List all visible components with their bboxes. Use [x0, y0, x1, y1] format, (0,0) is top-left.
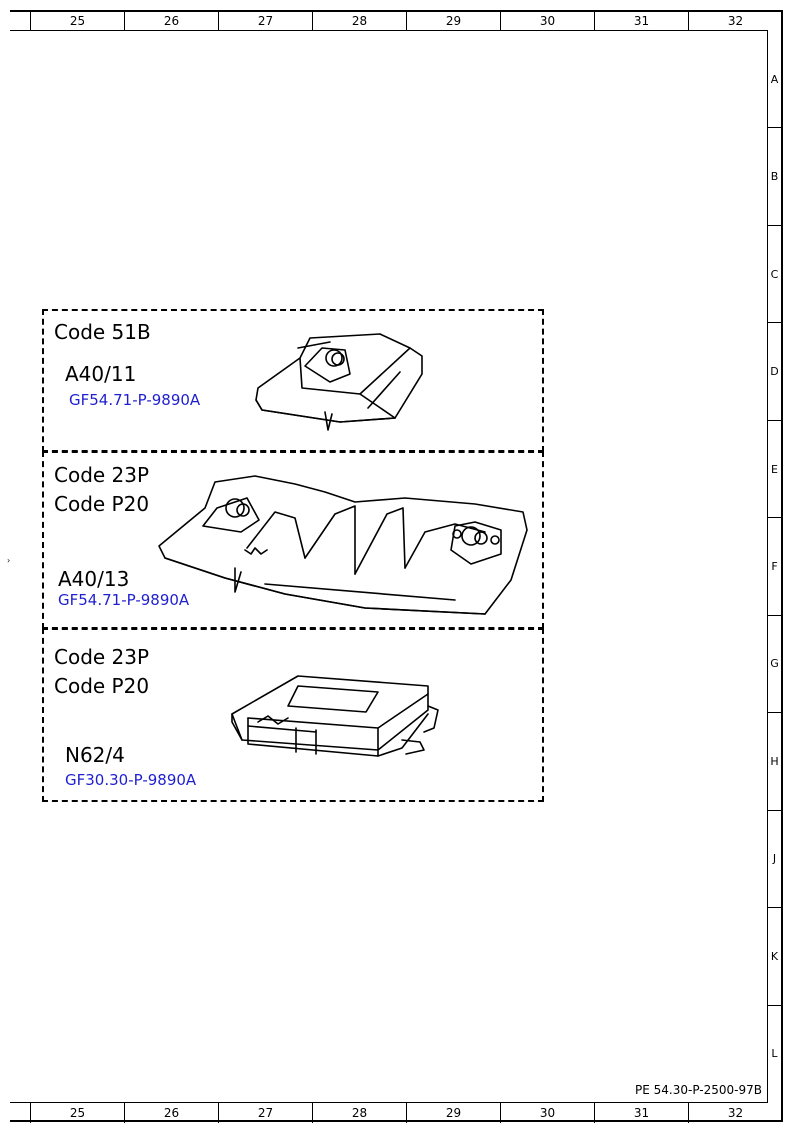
component-code: Code 51B — [54, 320, 151, 344]
frame-inner-right — [767, 30, 768, 1103]
left-edge-marker: › — [7, 556, 11, 565]
column-label: 31 — [594, 11, 688, 31]
column-label: 28 — [312, 1103, 406, 1123]
column-label: 28 — [312, 11, 406, 31]
row-label: C — [768, 224, 781, 322]
component-code: Code P20 — [54, 492, 150, 516]
row-label: K — [768, 907, 781, 1004]
frame-inner-top — [10, 30, 767, 31]
row-label: E — [768, 419, 781, 517]
column-label: 29 — [406, 11, 500, 31]
row-label: D — [768, 322, 781, 419]
row-label: J — [768, 809, 781, 907]
nav-module-icon — [255, 333, 423, 431]
component-reference-link[interactable]: GF30.30-P-9890A — [65, 771, 197, 789]
column-label: 25 — [30, 11, 124, 31]
column-label: 31 — [594, 1103, 688, 1123]
row-label: A — [770, 72, 779, 86]
column-label: 29 — [406, 1103, 500, 1123]
column-label: 30 — [500, 11, 594, 31]
column-label: 26 — [124, 1103, 218, 1123]
row-label: H — [768, 712, 781, 809]
row-label: F — [768, 517, 781, 614]
component-box-n62-4 — [42, 628, 544, 802]
component-designation: A40/11 — [65, 362, 137, 386]
control-unit-icon — [231, 675, 439, 757]
frame-border-right — [781, 10, 783, 1122]
component-designation: N62/4 — [65, 743, 125, 767]
column-label: 32 — [688, 1103, 782, 1123]
dual-nav-module-icon — [158, 475, 528, 615]
column-label: 30 — [500, 1103, 594, 1123]
component-reference-link[interactable]: GF54.71-P-9890A — [69, 391, 201, 409]
row-header-right: A B C D E F G H J K L — [768, 31, 781, 1102]
frame-inner-bottom — [10, 1102, 767, 1103]
frame-border-top — [10, 10, 782, 12]
frame-border-bottom — [10, 1120, 782, 1122]
row-label: G — [768, 614, 781, 712]
column-label: 26 — [124, 11, 218, 31]
column-label: 27 — [218, 11, 312, 31]
component-reference-link[interactable]: GF54.71-P-9890A — [58, 591, 190, 609]
component-code: Code 23P — [54, 463, 150, 487]
column-label: 25 — [30, 1103, 124, 1123]
column-header-bottom: 25 26 27 28 29 30 31 32 — [30, 1103, 782, 1123]
document-reference: PE 54.30-P-2500-97B — [635, 1083, 762, 1097]
row-label: B — [768, 127, 781, 224]
column-label: 27 — [218, 1103, 312, 1123]
column-header-top: 25 26 27 28 29 30 31 32 — [30, 11, 782, 31]
component-designation: A40/13 — [58, 567, 130, 591]
row-label: L — [768, 1004, 781, 1102]
column-label: 32 — [688, 11, 782, 31]
component-code: Code P20 — [54, 674, 150, 698]
component-code: Code 23P — [54, 645, 150, 669]
